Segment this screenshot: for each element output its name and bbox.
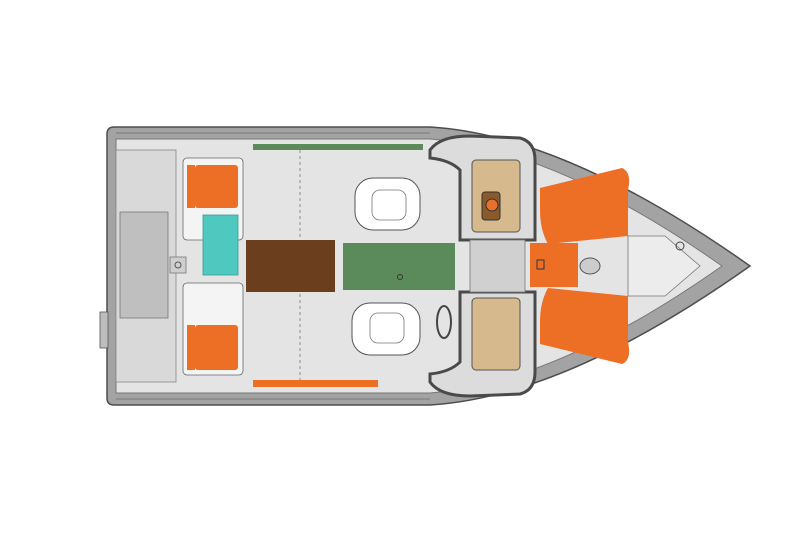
hatch-handle-icon [536,259,545,270]
drain-icon [174,261,182,269]
console-drain-icon [397,274,403,280]
console-gauge-icon [485,198,499,212]
walk-through [469,239,526,293]
captain-seat-bottom-cushion [369,312,405,344]
side-rail-strip-green [253,144,423,150]
console-bottom-dash [471,297,521,371]
outboard-mount [99,311,109,349]
center-console-deck [343,243,455,290]
bow-light-icon [675,241,685,251]
table [246,240,335,292]
storage-hatch-teal [202,214,239,276]
anchor-locker [627,235,701,297]
bow-seat-bottom [540,288,630,364]
side-rail-strip-orange [253,380,378,387]
captain-seat-top-cushion [371,189,407,221]
captain-seat-bottom [351,302,421,356]
rear-seat-bottom-cushion [195,325,238,370]
rear-seat-bottom-cushion-back [187,325,195,370]
bow-step-hatch [530,243,578,287]
bow-seat-top [540,168,630,244]
rear-seat-top-cushion [195,165,238,208]
stern-hatch [119,211,169,319]
helm-wheel-icon [436,305,452,339]
stern-cleat [169,256,187,274]
rear-seat-top-cushion-back [187,165,195,208]
captain-seat-top [354,177,421,231]
bow-cleat [579,257,601,275]
